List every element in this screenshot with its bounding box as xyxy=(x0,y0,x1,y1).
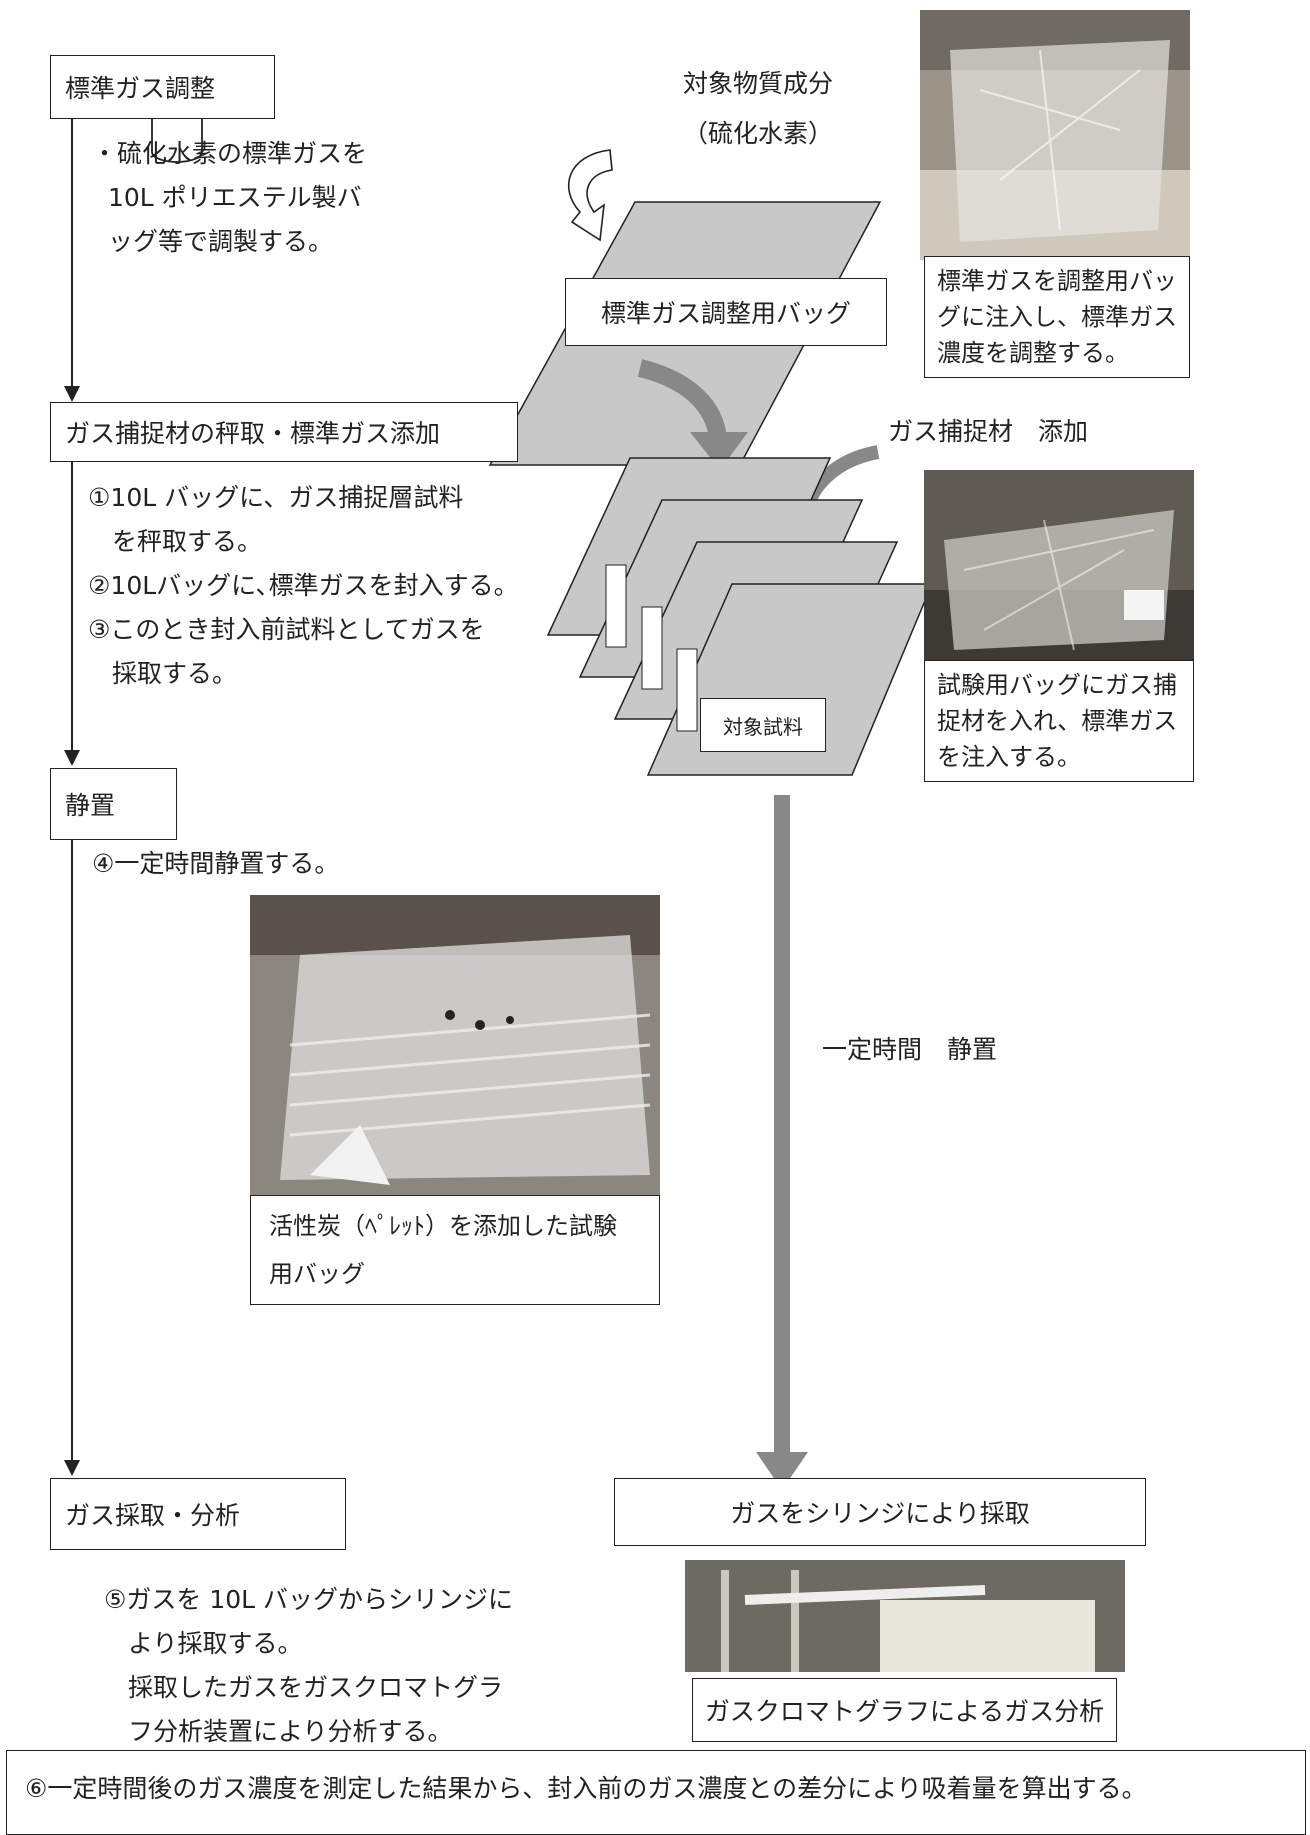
step-rest-box: 静置 xyxy=(50,768,177,840)
step-collect-title: ガス捕捉材の秤取・標準ガス添加 xyxy=(65,419,441,448)
result-box: ⑥一定時間後のガス濃度を測定した結果から、封入前のガス濃度との差分により吸着量を… xyxy=(6,1750,1306,1835)
collect-line-1: ①10L バッグに、ガス捕捉層試料 xyxy=(88,483,464,512)
flow-arrow-2 xyxy=(64,750,80,766)
capture-add-label: ガス捕捉材 添加 xyxy=(888,417,1089,446)
gc-caption-box: ガスクロマトグラフによるガス分析 xyxy=(692,1678,1117,1742)
substance-label-2: （硫化水素） xyxy=(683,119,834,148)
prep-line-3: ッグ等で調製する。 xyxy=(108,227,334,256)
activated-carbon-photo xyxy=(250,895,660,1195)
analysis-line-3: 採取したガスをガスクロマトグラ xyxy=(128,1673,504,1702)
collect-line-3: ②10Lバッグに､標準ガスを封入する。 xyxy=(88,571,519,600)
rest-arrow-head xyxy=(756,1452,808,1490)
step-analysis-title: ガス採取・分析 xyxy=(65,1501,241,1530)
step-analysis-box: ガス採取・分析 xyxy=(50,1478,346,1550)
collect-line-4: ③このとき封入前試料としてガスを xyxy=(88,615,485,644)
syringe-sampling-box: ガスをシリンジにより採取 xyxy=(614,1478,1146,1546)
step-prep-title: 標準ガス調整 xyxy=(65,74,216,103)
gas-chromatograph-photo xyxy=(685,1560,1125,1672)
analysis-line-2: より採取する。 xyxy=(128,1629,303,1658)
collect-line-5: 採取する。 xyxy=(112,659,238,688)
inject-arrow xyxy=(567,149,613,242)
test-bag-stack xyxy=(546,457,934,776)
flow-arrow-3 xyxy=(64,1460,80,1476)
analysis-line-1: ⑤ガスを 10L バッグからシリンジに xyxy=(104,1585,514,1614)
prep-line-2: 10L ポリエステル製バ xyxy=(108,183,362,212)
step-collect-box: ガス捕捉材の秤取・標準ガス添加 xyxy=(50,402,518,462)
result-text: ⑥一定時間後のガス濃度を測定した結果から、封入前のガス濃度との差分により吸着量を… xyxy=(25,1774,1147,1803)
gc-caption-text: ガスクロマトグラフによるガス分析 xyxy=(704,1697,1105,1726)
bag-photo-1 xyxy=(920,10,1190,260)
step-rest-title: 静置 xyxy=(65,791,116,820)
rest-time-label: 一定時間 静置 xyxy=(822,1035,998,1064)
collect-line-2: を秤取する。 xyxy=(112,527,263,556)
photo-3-caption: 活性炭（ﾍﾟﾚｯﾄ）を添加した試験 用バッグ xyxy=(250,1195,660,1305)
sample-label-box: 対象試料 xyxy=(700,698,826,752)
flow-arrow-1 xyxy=(64,386,80,402)
photo-2-caption: 試験用バッグにガス捕捉材を入れ、標準ガスを注入する。 xyxy=(924,660,1194,782)
step-prep-box: 標準ガス調整 xyxy=(50,55,275,119)
transfer-arrow xyxy=(637,359,727,442)
standard-gas-bag-label: 標準ガス調整用バッグ xyxy=(565,278,887,346)
rest-arrow-shaft xyxy=(774,795,790,1455)
bag-photo-2 xyxy=(924,470,1194,660)
prep-line-1: ・硫化水素の標準ガスを xyxy=(92,139,368,168)
photo-1-caption: 標準ガスを調整用バッグに注入し、標準ガス濃度を調整する。 xyxy=(924,256,1190,378)
analysis-line-4: フ分析装置により分析する。 xyxy=(128,1717,453,1746)
substance-label-1: 対象物質成分 xyxy=(683,69,834,98)
rest-line: ④一定時間静置する。 xyxy=(92,849,340,878)
